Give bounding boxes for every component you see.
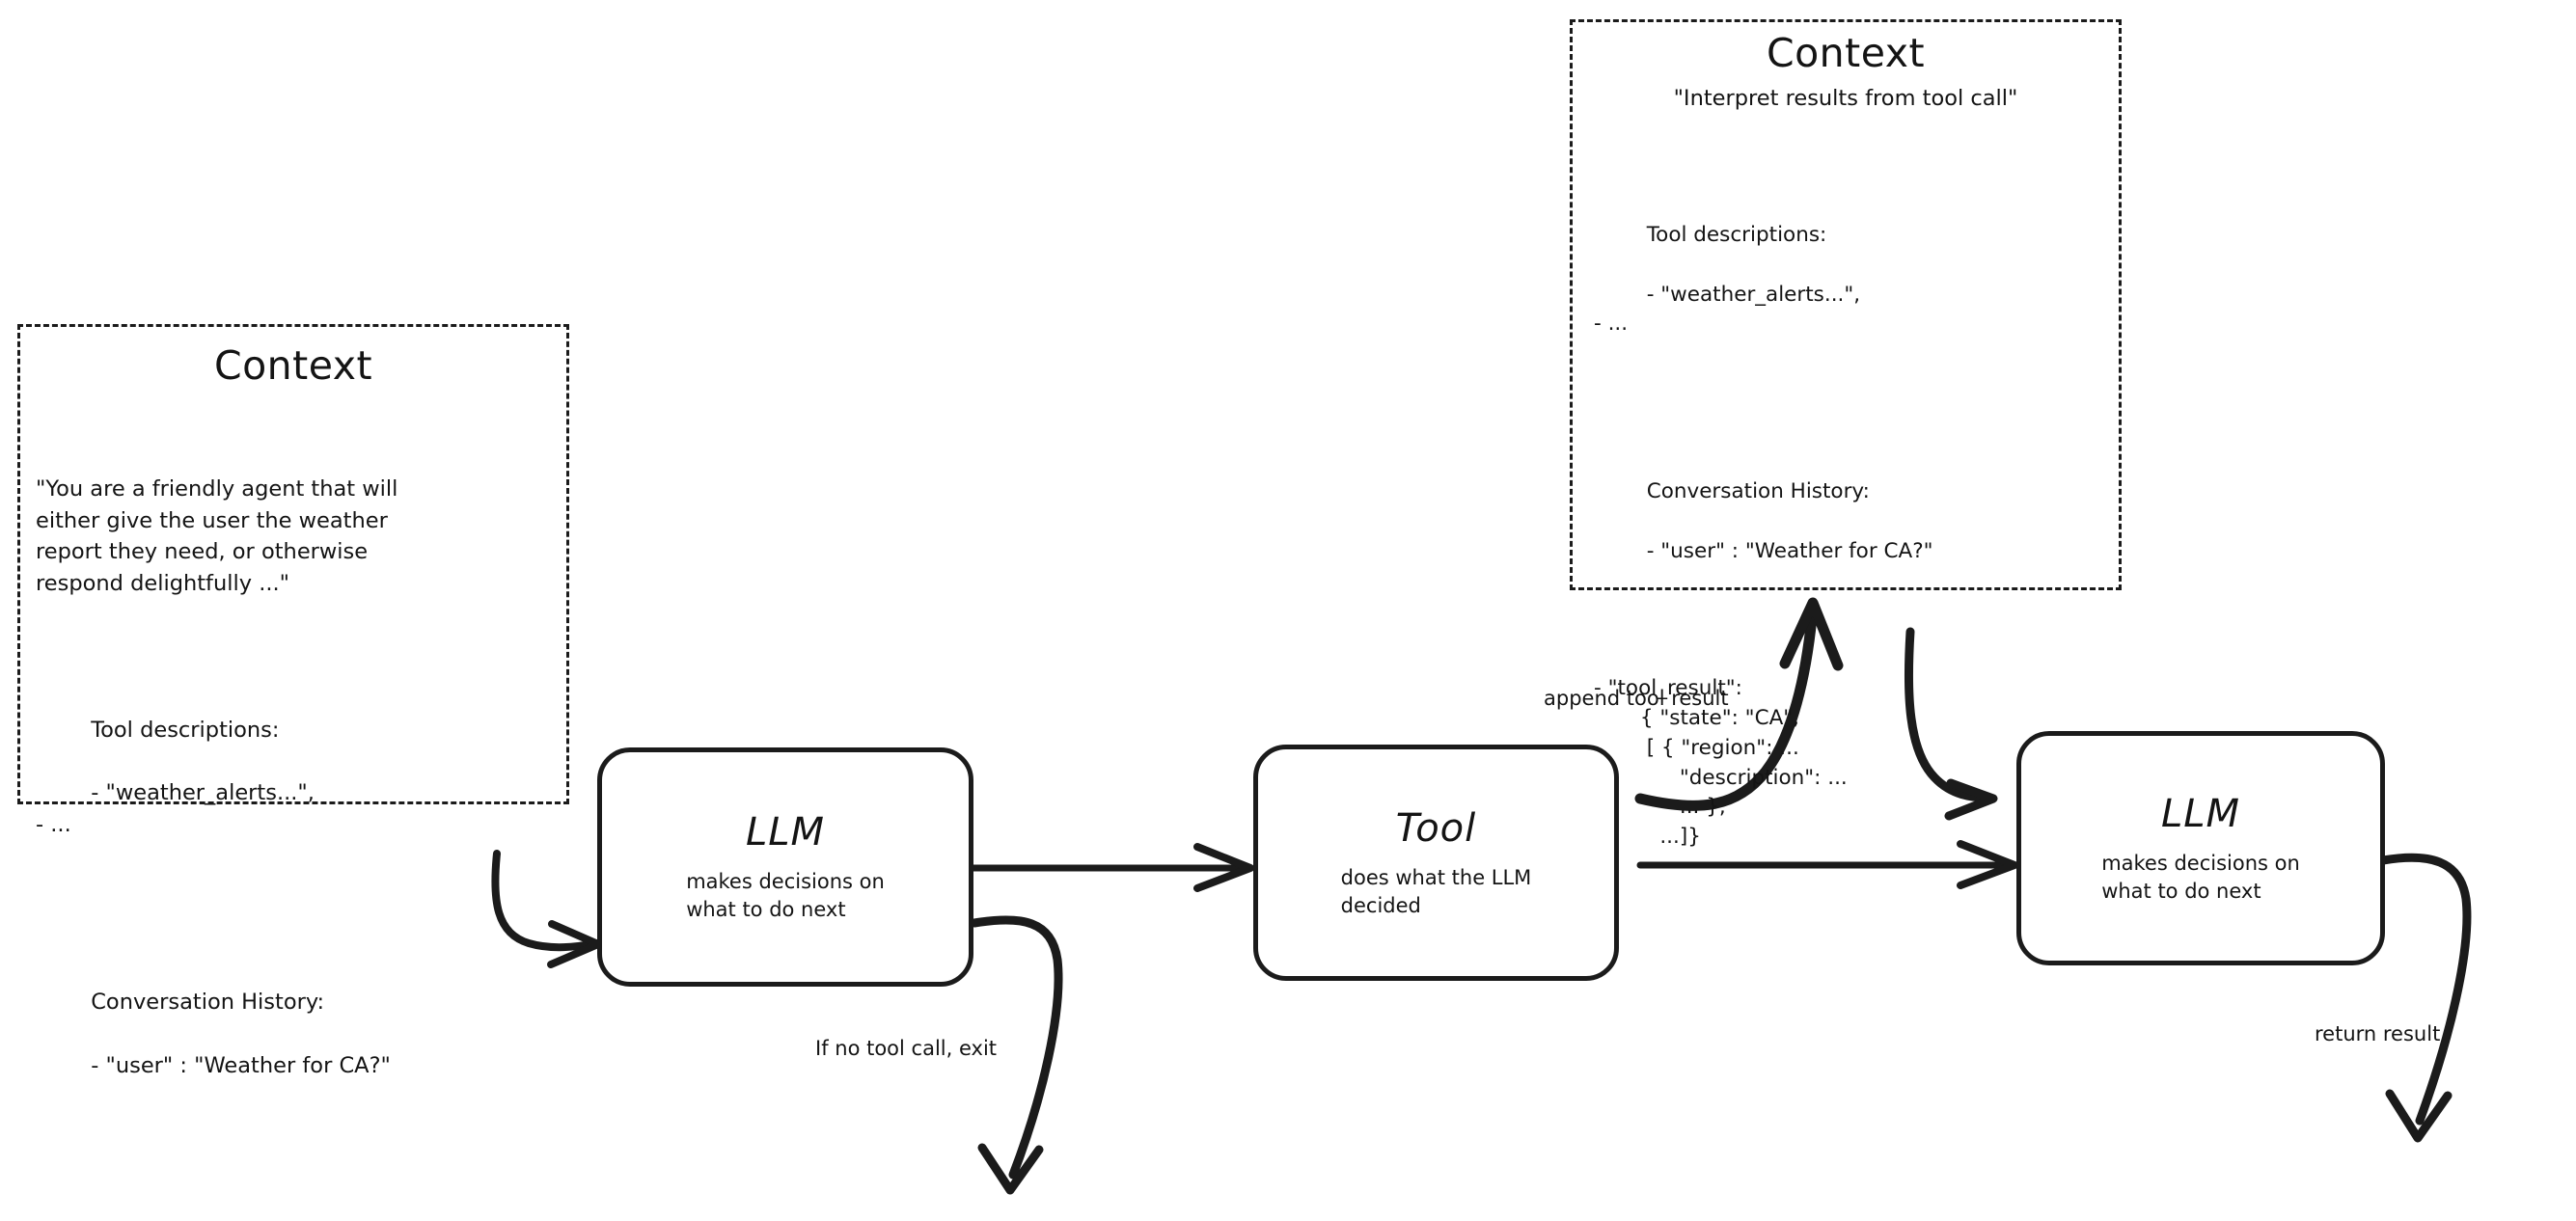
arrow-return-result (2378, 853, 2472, 1143)
context-left-conversation: Conversation History: - "user" : "Weathe… (36, 956, 566, 1114)
node-llm-right[interactable]: LLM makes decisions on what to do next (2016, 731, 2385, 965)
node-llm-left-subtitle: makes decisions on what to do next (686, 870, 885, 921)
context-left-body: "You are a friendly agent that will eith… (36, 410, 566, 1177)
context-right-title: Context (1766, 30, 1926, 76)
context-right-tool-descriptions: Tool descriptions: - "weather_alerts..."… (1594, 191, 2119, 368)
context-left-tool-descriptions-items: - "weather_alerts...", - ... (36, 780, 315, 838)
context-right-conversation-user: - "user" : "Weather for CA?" (1646, 538, 1933, 563)
context-box-right: Context "Interpret results from tool cal… (1570, 19, 2122, 849)
context-right-conversation-heading: Conversation History: (1646, 479, 1870, 504)
context-left-tool-descriptions-heading: Tool descriptions: (91, 717, 280, 743)
context-left-conversation-items: - "user" : "Weather for CA?" (91, 1053, 391, 1079)
context-box-left: Context "You are a friendly agent that w… (17, 324, 569, 1078)
node-llm-right-subtitle: makes decisions on what to do next (2101, 851, 2300, 903)
context-right-conversation: Conversation History: - "user" : "Weathe… (1594, 448, 2119, 596)
context-right-tool-descriptions-heading: Tool descriptions: (1646, 223, 1827, 248)
arrow-llm-left-to-tool (969, 843, 1254, 892)
node-llm-left[interactable]: LLM makes decisions on what to do next (597, 747, 973, 987)
edge-label-return-result: return result (2315, 1022, 2441, 1045)
node-tool-title: Tool (1395, 805, 1477, 851)
node-llm-left-title: LLM (745, 810, 826, 855)
context-left-system-prompt: "You are a friendly agent that will eith… (36, 475, 398, 597)
node-llm-right-title: LLM (2160, 791, 2241, 836)
edge-label-if-no-tool-call-exit: If no tool call, exit (815, 1037, 998, 1060)
context-left-title: Context (213, 342, 373, 389)
context-left-tool-descriptions: Tool descriptions: - "weather_alerts..."… (36, 683, 566, 873)
context-right-body: Tool descriptions: - "weather_alerts..."… (1594, 132, 2119, 911)
node-tool[interactable]: Tool does what the LLM decided (1253, 745, 1619, 981)
context-right-tool-descriptions-items: - "weather_alerts...", - ... (1594, 282, 1861, 337)
context-left-conversation-heading: Conversation History: (91, 990, 325, 1016)
edge-label-append-tool-result: append tool result (1544, 687, 1729, 710)
context-right-intro: "Interpret results from tool call" (1673, 86, 2018, 111)
context-right-tool-result: - "tool_result": { "state": "CA", [ { "r… (1594, 676, 1848, 850)
node-tool-subtitle: does what the LLM decided (1340, 865, 1532, 917)
